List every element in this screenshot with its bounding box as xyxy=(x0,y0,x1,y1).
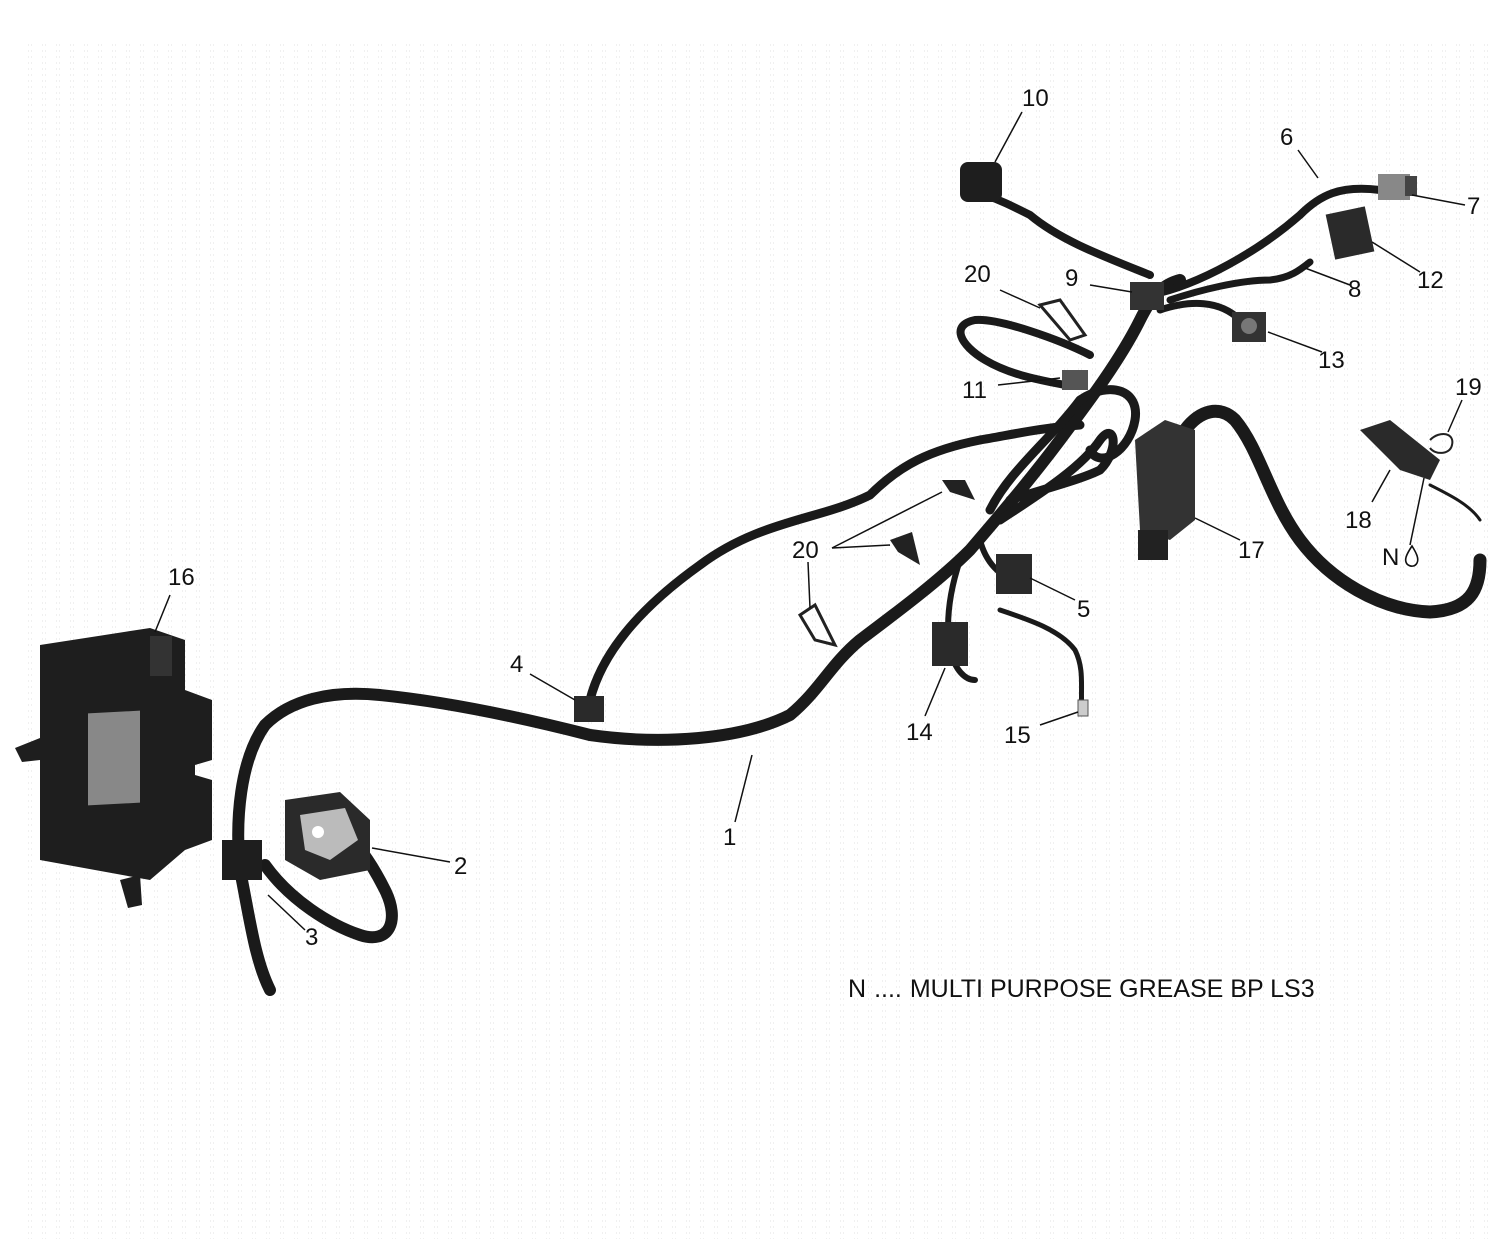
callout-14: 14 xyxy=(906,719,933,746)
connector-4 xyxy=(574,696,604,722)
background-hatching xyxy=(20,40,1498,1239)
callout-11: 11 xyxy=(962,377,987,404)
callout-17: 17 xyxy=(1238,537,1265,564)
grease-drop-icon xyxy=(1404,544,1419,567)
clip-20-a xyxy=(1037,298,1088,342)
callout-5: 5 xyxy=(1077,596,1090,623)
connector-10 xyxy=(960,162,1002,202)
connector-7 xyxy=(1378,174,1417,200)
clip-20-d xyxy=(797,602,838,648)
wire-end-15 xyxy=(1077,699,1089,717)
grease-legend: N .... MULTI PURPOSE GREASE BP LS3 xyxy=(848,975,1315,1004)
sensor-13 xyxy=(1232,312,1266,342)
fuse-holder-3 xyxy=(222,840,262,880)
connector-12 xyxy=(1325,206,1375,260)
relay-2 xyxy=(285,792,370,880)
legend-text: MULTI PURPOSE GREASE BP LS3 xyxy=(909,975,1315,1003)
callout-20-top: 20 xyxy=(964,261,991,288)
callout-9: 9 xyxy=(1065,265,1078,292)
callout-8: 8 xyxy=(1348,276,1361,303)
legend-dots: .... xyxy=(874,975,902,1003)
leader-lines xyxy=(154,111,1466,931)
callout-3: 3 xyxy=(305,924,318,951)
callout-N: N xyxy=(1382,544,1399,571)
callout-2: 2 xyxy=(454,853,467,880)
callout-19: 19 xyxy=(1455,374,1482,401)
callout-12: 12 xyxy=(1417,267,1444,294)
clip-20-c xyxy=(890,532,920,565)
connector-11 xyxy=(1062,370,1088,390)
ecu-module xyxy=(15,628,212,908)
callout-13: 13 xyxy=(1318,347,1345,374)
connector-5 xyxy=(996,554,1032,594)
callout-15: 15 xyxy=(1004,722,1031,749)
callout-7: 7 xyxy=(1467,193,1480,220)
callout-10: 10 xyxy=(1022,85,1049,112)
callout-4: 4 xyxy=(510,651,523,678)
callout-18: 18 xyxy=(1345,507,1372,534)
legend-symbol: N xyxy=(848,975,867,1003)
connector-14 xyxy=(932,622,968,666)
cable-tie-19 xyxy=(1429,433,1454,454)
callout-20-mid: 20 xyxy=(792,537,819,564)
connector-9 xyxy=(1130,282,1164,310)
callout-16: 16 xyxy=(168,564,195,591)
ignition-coil-lead xyxy=(1135,404,1487,619)
callout-1: 1 xyxy=(723,824,736,851)
clip-20-b xyxy=(942,480,975,500)
callout-6: 6 xyxy=(1280,124,1293,151)
